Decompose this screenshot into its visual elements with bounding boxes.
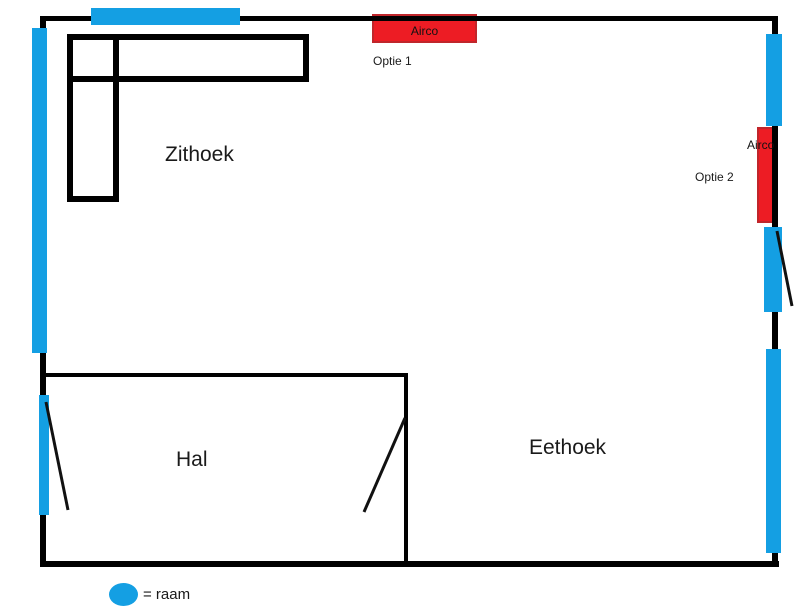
legend-raam-text: = raam [143, 586, 191, 603]
window-right-upper [766, 34, 782, 126]
door-line-hal-left [44, 401, 70, 511]
wall-top [40, 16, 778, 21]
room-label-zithoek: Zithoek [165, 143, 234, 166]
option2-label: Optie 2 [695, 170, 734, 184]
window-right-middle [764, 227, 782, 312]
window-left-upper [32, 28, 47, 353]
airco-option2-label: Airco [747, 138, 775, 152]
hal-wall-top [43, 373, 408, 377]
window-right-lower [766, 349, 781, 553]
door-line-hal-right [362, 417, 407, 513]
legend-raam-swatch [109, 583, 138, 606]
option1-label: Optie 1 [373, 54, 412, 68]
wall-bottom [40, 561, 779, 567]
hal-wall-right [404, 373, 408, 565]
room-label-hal: Hal [176, 448, 208, 471]
room-label-eethoek: Eethoek [529, 436, 607, 459]
window-left-lower [39, 395, 49, 515]
sofa-vertical-section [67, 34, 119, 202]
window-top-wall [91, 8, 240, 25]
airco-option1-label: Airco [410, 24, 439, 38]
